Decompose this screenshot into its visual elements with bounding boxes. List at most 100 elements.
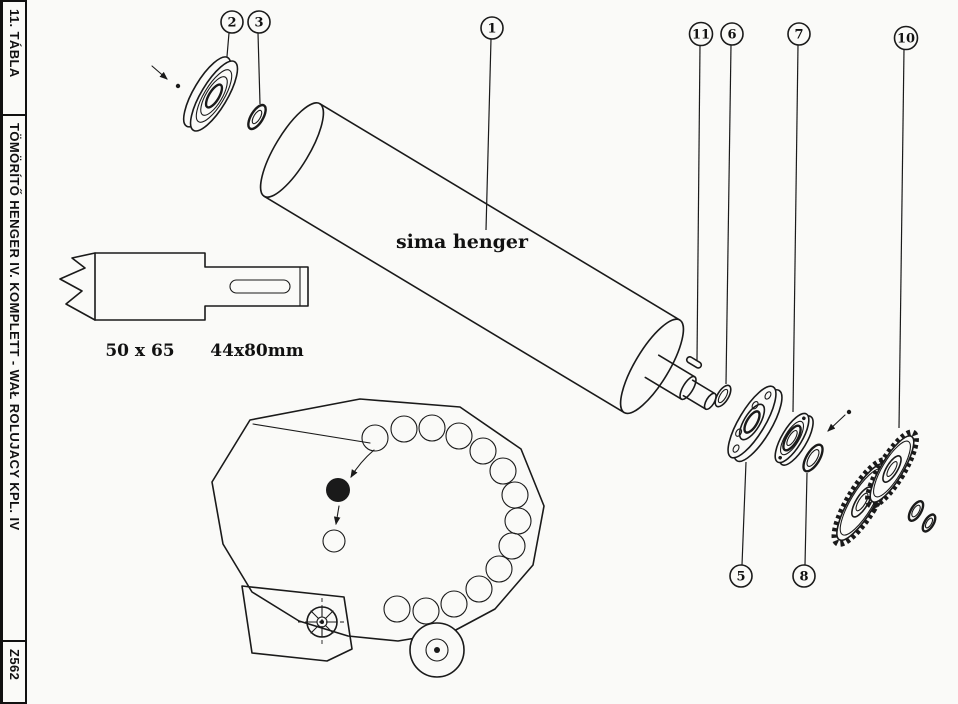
callout-5: 5 bbox=[729, 564, 753, 588]
callout-2: 2 bbox=[220, 10, 244, 34]
leader-line-1 bbox=[485, 38, 492, 231]
sidebar-section-plate-number: 11. TÁBLA bbox=[3, 2, 25, 116]
cylinder-near-end bbox=[259, 102, 325, 198]
callout-11-number: 11 bbox=[692, 28, 710, 43]
part-label: sima henger bbox=[396, 231, 529, 253]
roller-circle bbox=[383, 595, 411, 623]
callout-7-number: 7 bbox=[794, 28, 803, 43]
roller-circle bbox=[440, 590, 468, 618]
sprocket-small-hub bbox=[882, 455, 902, 483]
roller-circle bbox=[361, 424, 389, 452]
ground-wheel-center bbox=[434, 647, 440, 653]
spacer-inner bbox=[717, 388, 729, 404]
roller-circle bbox=[412, 597, 440, 625]
bearing-flange bbox=[727, 385, 783, 463]
sprocket-small-rim bbox=[869, 435, 915, 503]
bolt-arrow bbox=[151, 65, 168, 80]
break-line bbox=[59, 252, 96, 321]
roller-circle bbox=[390, 415, 418, 443]
housing-bore bbox=[204, 83, 224, 109]
drive-sprocket-symbol bbox=[298, 598, 346, 646]
keyway-slot bbox=[229, 279, 291, 294]
machine-inner-edge bbox=[252, 423, 371, 444]
callout-6: 6 bbox=[720, 22, 744, 46]
lower-roller bbox=[322, 529, 346, 553]
callout-7: 7 bbox=[787, 22, 811, 46]
plate-code-label: Z562 bbox=[7, 649, 22, 681]
callout-2-number: 2 bbox=[227, 16, 236, 31]
callout-8-number: 8 bbox=[799, 570, 808, 585]
small-ring-1-outer bbox=[907, 500, 925, 522]
small-ring-2-inner bbox=[924, 517, 934, 529]
housing-ring-1 bbox=[195, 69, 233, 123]
small-ring-2 bbox=[921, 513, 937, 533]
callout-5-number: 5 bbox=[736, 570, 745, 585]
small-ring-1 bbox=[907, 500, 925, 522]
leader-line-8 bbox=[804, 472, 808, 566]
roller-circle bbox=[498, 532, 526, 560]
flange-bolt-hole-bottom bbox=[732, 444, 740, 453]
title-sidebar: 11. TÁBLA TÖMÖRÍTŐ HENGER IV. KOMPLETT -… bbox=[0, 0, 27, 704]
callout-8: 8 bbox=[792, 564, 816, 588]
leader-line-5 bbox=[741, 461, 747, 566]
sprocket-small-web bbox=[873, 440, 911, 498]
small-ring-2-outer bbox=[921, 513, 937, 533]
roller-circle bbox=[469, 437, 497, 465]
callout-11: 11 bbox=[688, 21, 714, 47]
roller-circle bbox=[501, 481, 529, 509]
spacer-ring bbox=[714, 384, 732, 408]
dimension-label-left: 50 x 65 bbox=[105, 341, 174, 361]
lock-collar bbox=[802, 443, 824, 473]
shaft-key bbox=[685, 356, 703, 369]
leader-line-6 bbox=[725, 44, 732, 385]
plate-title-label: TÖMÖRÍTŐ HENGER IV. KOMPLETT - WAŁ ROLUJ… bbox=[7, 123, 22, 531]
shaft-stub-bottom bbox=[644, 376, 683, 400]
leader-line-11 bbox=[696, 44, 701, 361]
machine-lower-plate bbox=[241, 585, 353, 662]
plate-number-label: 11. TÁBLA bbox=[7, 9, 22, 78]
flange-hub bbox=[738, 403, 766, 441]
right-bolt bbox=[827, 409, 852, 432]
callout-10: 10 bbox=[893, 25, 919, 51]
ground-wheel bbox=[409, 622, 465, 678]
callout-3-number: 3 bbox=[254, 16, 263, 31]
sprocket-large-bore bbox=[855, 492, 869, 512]
shaft-outline bbox=[94, 252, 309, 321]
leader-line-3 bbox=[257, 32, 261, 105]
flange-face bbox=[727, 385, 777, 459]
small-ring-1-inner bbox=[911, 504, 921, 518]
cylinder-bottom-edge bbox=[263, 195, 625, 414]
bearing-unit-dot-top bbox=[802, 416, 806, 421]
leader-line-7 bbox=[792, 44, 799, 413]
machine-body-outline bbox=[211, 398, 545, 642]
shaft-stub-top bbox=[657, 354, 696, 378]
roller-circle bbox=[504, 507, 532, 535]
collar-outer bbox=[802, 443, 824, 473]
bearing-unit-race bbox=[782, 424, 802, 452]
callout-balloons: 1 2 3 5 6 7 8 bbox=[220, 10, 919, 588]
housing-ring-2 bbox=[200, 76, 228, 116]
pointer-arrow-lower bbox=[333, 505, 341, 526]
left-bolt bbox=[151, 65, 181, 89]
callout-1: 1 bbox=[480, 16, 504, 40]
cylinder-top-edge bbox=[319, 102, 681, 321]
flange-bolt-hole-top bbox=[764, 391, 772, 400]
callout-6-number: 6 bbox=[727, 28, 736, 43]
roller-circle bbox=[489, 457, 517, 485]
right-bolt-arrow bbox=[827, 414, 846, 432]
roller-circle bbox=[445, 422, 473, 450]
bearing-outer-race bbox=[247, 103, 267, 131]
housing-face bbox=[189, 60, 239, 132]
shaft-stub-end bbox=[679, 375, 697, 401]
spacer-outer bbox=[714, 384, 732, 408]
pointer-arrow-upper bbox=[350, 449, 375, 478]
bolt-dot bbox=[175, 83, 181, 89]
roller-row bbox=[361, 414, 532, 625]
callout-3: 3 bbox=[247, 10, 271, 34]
sidebar-section-title: TÖMÖRÍTŐ HENGER IV. KOMPLETT - WAŁ ROLUJ… bbox=[3, 116, 25, 642]
ground-wheel-inner bbox=[425, 638, 449, 662]
smooth-roller-cylinder bbox=[259, 102, 717, 415]
roller-circle bbox=[418, 414, 446, 442]
